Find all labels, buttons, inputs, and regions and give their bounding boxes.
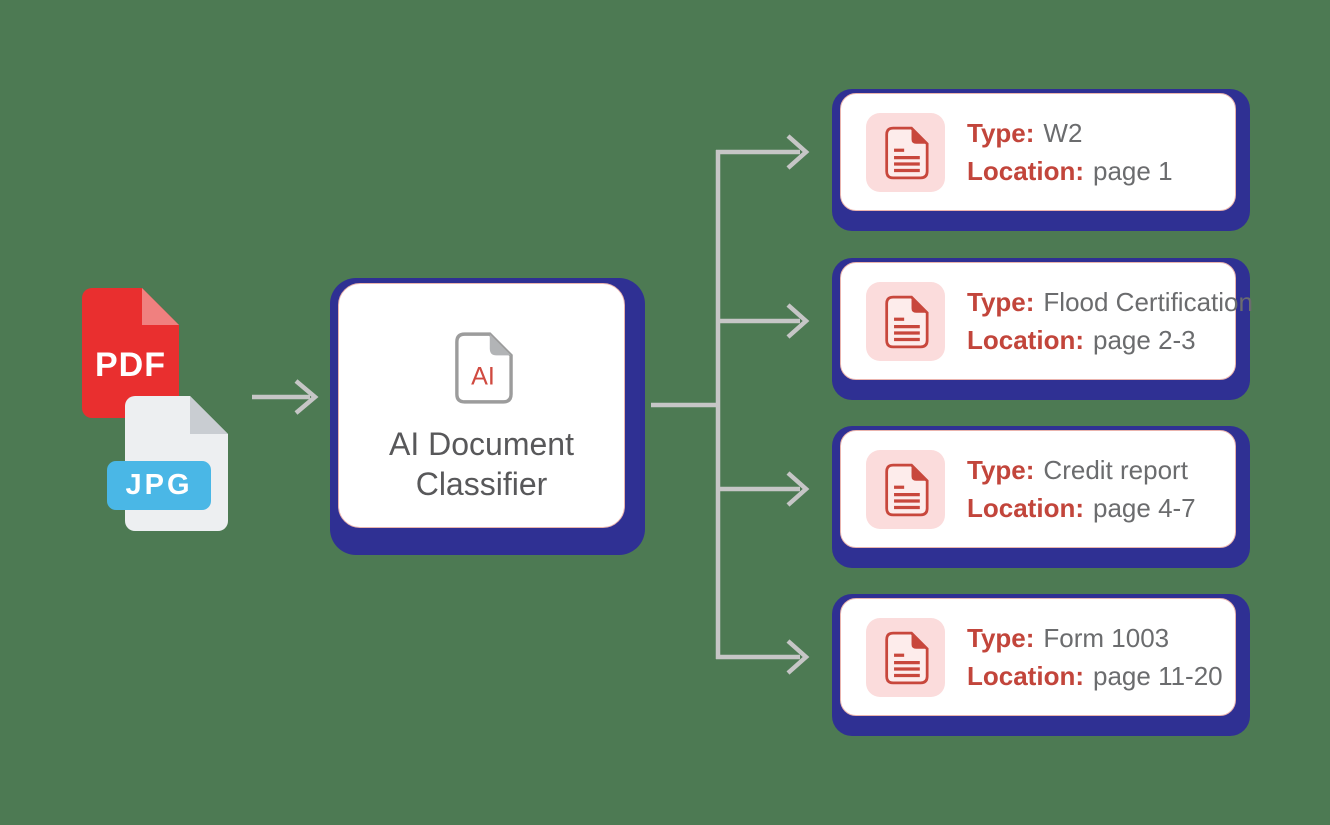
- jpg-file-fold: [190, 396, 228, 434]
- result-card-2: Type: Flood Certification Location: page 2…: [832, 258, 1253, 400]
- classifier-node: AI AI Document Classifier: [330, 278, 645, 555]
- card-text: Type: Form 1003 Location: page 11-20: [967, 599, 1223, 715]
- type-label: Type:: [967, 117, 1035, 148]
- result-card-3: Type: Credit report Location: page 4-7: [832, 426, 1250, 568]
- location-value: page 2-3: [1093, 324, 1196, 355]
- result-card-4: Type: Form 1003 Location: page 11-20: [832, 594, 1250, 736]
- type-value: Form 1003: [1043, 622, 1170, 653]
- location-row: Location: page 11-20: [967, 660, 1223, 691]
- pdf-file-label: PDF: [95, 346, 166, 384]
- location-value: page 1: [1093, 155, 1173, 186]
- card-surface: Type: Credit report Location: page 4-7: [840, 430, 1236, 548]
- document-icon-badge: [866, 450, 945, 529]
- type-label: Type:: [967, 454, 1035, 485]
- location-row: Location: page 4-7: [967, 492, 1196, 523]
- type-row: Type: Form 1003: [967, 622, 1223, 653]
- classifier-title: AI Document Classifier: [389, 426, 574, 502]
- jpg-file-icon: JPG: [107, 396, 229, 531]
- type-value: Credit report: [1043, 454, 1188, 485]
- location-label: Location:: [967, 660, 1084, 691]
- document-icon: [884, 463, 929, 516]
- location-row: Location: page 2-3: [967, 324, 1253, 355]
- classifier-card: AI AI Document Classifier: [338, 283, 625, 528]
- result-card-1: Type: W2 Location: page 1: [832, 89, 1250, 231]
- branch-arrow-1: [716, 134, 810, 170]
- branch-arrow-2: [716, 303, 810, 339]
- location-label: Location:: [967, 492, 1084, 523]
- document-icon: [884, 631, 929, 684]
- card-text: Type: Flood Certification Location: page 2…: [967, 263, 1253, 379]
- card-surface: Type: Flood Certification Location: page 2…: [840, 262, 1253, 380]
- type-label: Type:: [967, 286, 1035, 317]
- type-row: Type: Credit report: [967, 454, 1196, 485]
- card-text: Type: Credit report Location: page 4-7: [967, 431, 1196, 547]
- location-label: Location:: [967, 155, 1084, 186]
- classifier-output-trunk: [651, 150, 721, 659]
- document-icon-badge: [866, 618, 945, 697]
- document-icon: [884, 295, 929, 348]
- pdf-file-fold: [142, 288, 179, 325]
- jpg-file-label: JPG: [107, 461, 211, 510]
- branch-arrow-3: [716, 471, 810, 507]
- type-row: Type: Flood Certification: [967, 286, 1253, 317]
- card-surface: Type: W2 Location: page 1: [840, 93, 1236, 211]
- files-to-classifier-arrow: [252, 379, 319, 415]
- location-label: Location:: [967, 324, 1084, 355]
- type-value: Flood Certification: [1043, 286, 1253, 317]
- location-value: page 11-20: [1093, 660, 1223, 691]
- card-text: Type: W2 Location: page 1: [967, 94, 1173, 210]
- type-row: Type: W2: [967, 117, 1173, 148]
- document-icon-badge: [866, 282, 945, 361]
- branch-arrow-4: [716, 639, 810, 675]
- location-value: page 4-7: [1093, 492, 1196, 523]
- type-label: Type:: [967, 622, 1035, 653]
- location-row: Location: page 1: [967, 155, 1173, 186]
- ai-document-icon: AI: [455, 332, 513, 404]
- document-icon-badge: [866, 113, 945, 192]
- card-surface: Type: Form 1003 Location: page 11-20: [840, 598, 1236, 716]
- ai-icon-text: AI: [471, 362, 495, 390]
- type-value: W2: [1043, 117, 1083, 148]
- document-icon: [884, 126, 929, 179]
